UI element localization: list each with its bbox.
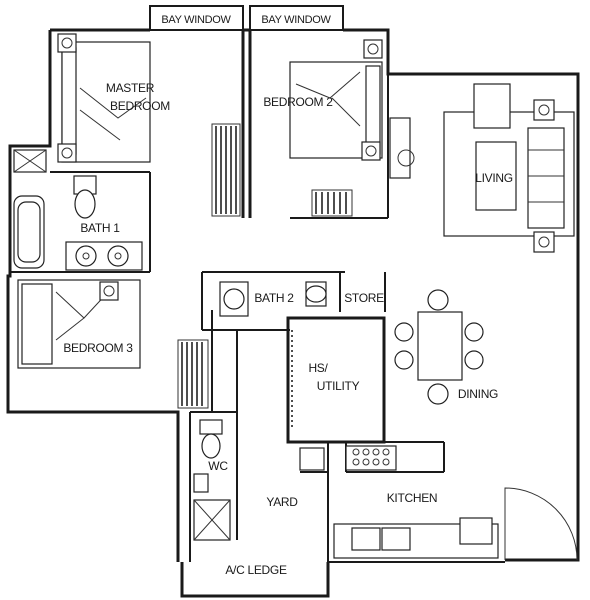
bath2-fixtures <box>219 281 327 317</box>
hs-utility-label: HS/ <box>308 361 328 375</box>
bath1-fixtures <box>13 149 143 271</box>
bath-2-label: BATH 2 <box>254 291 294 305</box>
louvre-bedroom2 <box>311 189 353 217</box>
master-bedroom-label: MASTER <box>106 81 155 95</box>
master-bed <box>57 33 151 163</box>
store-label: STORE <box>344 291 384 305</box>
bedroom2-bed <box>289 39 415 179</box>
room-labels: BAY WINDOW BAY WINDOW MASTER BEDROOM BED… <box>63 14 513 577</box>
hs-utility-label-2: UTILITY <box>317 379 360 393</box>
outer-walls <box>6 5 580 598</box>
living-furniture <box>443 83 575 253</box>
bedroom-2-label: BEDROOM 2 <box>263 95 333 109</box>
bay-window-2-label: BAY WINDOW <box>261 14 331 26</box>
bedroom3-bed <box>17 279 141 369</box>
yard-label: YARD <box>266 495 298 509</box>
window-louvres <box>177 123 353 428</box>
wc-fixtures <box>193 419 231 541</box>
master-bedroom-label-2: BEDROOM <box>110 99 170 113</box>
wc-label: WC <box>208 459 228 473</box>
dining-label: DINING <box>458 387 498 401</box>
ac-ledge-label: A/C LEDGE <box>225 563 287 577</box>
kitchen-fixtures <box>299 445 578 561</box>
interior-walls <box>10 30 445 562</box>
louvre-master <box>211 123 241 217</box>
bedroom-3-label: BEDROOM 3 <box>63 341 133 355</box>
living-label: LIVING <box>475 171 513 185</box>
kitchen-label: KITCHEN <box>387 491 438 505</box>
bath-1-label: BATH 1 <box>80 221 120 235</box>
louvre-yard <box>177 339 209 409</box>
dining-table <box>394 289 484 405</box>
bay-window-1-label: BAY WINDOW <box>161 14 231 26</box>
